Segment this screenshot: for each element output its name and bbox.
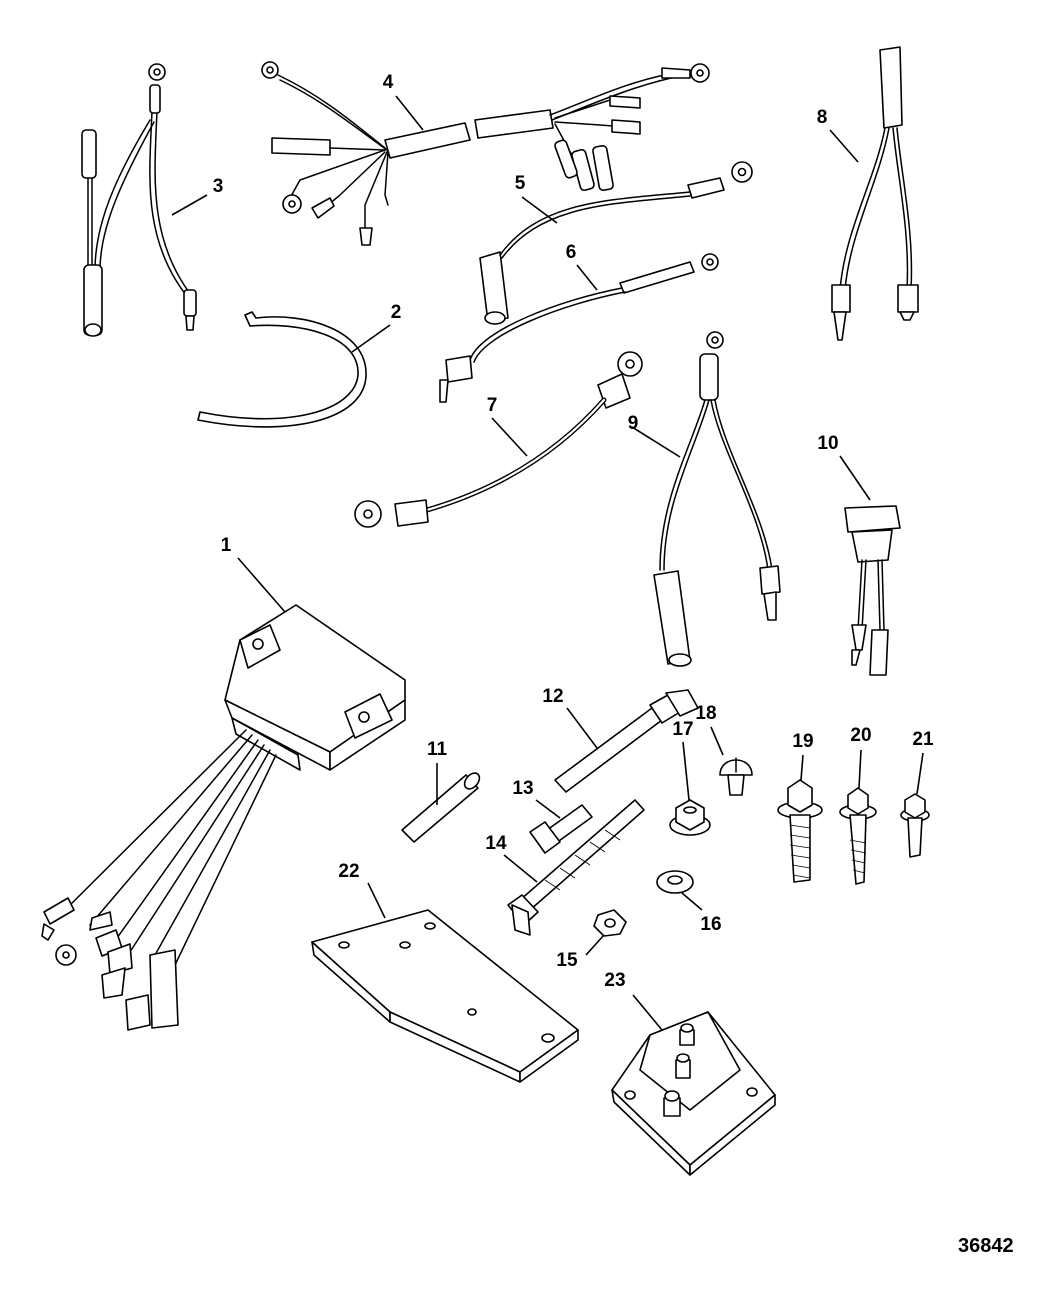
- callout-12: 12: [542, 686, 564, 707]
- part-4-main-harness: [261, 61, 710, 246]
- callout-20: 20: [850, 725, 872, 746]
- callout-7: 7: [486, 395, 498, 416]
- part-19-flange-bolt: [777, 779, 823, 883]
- callout-1: 1: [220, 535, 232, 556]
- part-1-regulator-module: [41, 604, 406, 1031]
- part-3-y-harness: [81, 63, 197, 337]
- callout-11: 11: [426, 739, 448, 760]
- callout-3: 3: [212, 176, 224, 197]
- part-7-battery-lead: [354, 351, 643, 528]
- part-11-pin: [401, 772, 481, 843]
- callout-14: 14: [485, 833, 507, 854]
- part-23-solenoid: [611, 1011, 776, 1176]
- part-18-screw: [719, 757, 753, 796]
- callout-9: 9: [627, 413, 639, 434]
- leader-lines: [171, 95, 924, 1031]
- callout-17: 17: [672, 719, 694, 740]
- part-6-lead: [439, 253, 719, 403]
- part-8-y-connector: [831, 46, 919, 341]
- callout-21: 21: [912, 729, 934, 750]
- part-15-nut: [593, 909, 627, 937]
- callout-15: 15: [556, 950, 578, 971]
- part-22-bracket-plate: [311, 909, 579, 1083]
- part-16-washer: [656, 870, 694, 894]
- callout-10: 10: [817, 433, 839, 454]
- part-5-lead: [479, 161, 753, 325]
- callout-22: 22: [338, 861, 360, 882]
- part-10-plug-connector: [844, 505, 901, 676]
- callout-16: 16: [700, 914, 722, 935]
- part-17-flange-nut: [669, 799, 711, 836]
- figure-number: 36842: [958, 1235, 1014, 1257]
- callout-8: 8: [816, 107, 828, 128]
- part-14-long-bolt: [507, 799, 645, 936]
- callout-4: 4: [382, 72, 394, 93]
- callout-5: 5: [514, 173, 526, 194]
- part-21-small-bolt: [900, 793, 930, 858]
- part-9-y-harness: [653, 331, 781, 667]
- part-13-short-bolt: [529, 804, 593, 854]
- part-12-bolt: [554, 689, 699, 793]
- callout-6: 6: [565, 242, 577, 263]
- part-20-flange-bolt: [839, 787, 877, 885]
- callout-13: 13: [512, 778, 534, 799]
- part-2-strap: [197, 311, 367, 428]
- callout-23: 23: [604, 970, 626, 991]
- callout-2: 2: [390, 302, 402, 323]
- callout-18: 18: [695, 703, 717, 724]
- callout-19: 19: [792, 731, 814, 752]
